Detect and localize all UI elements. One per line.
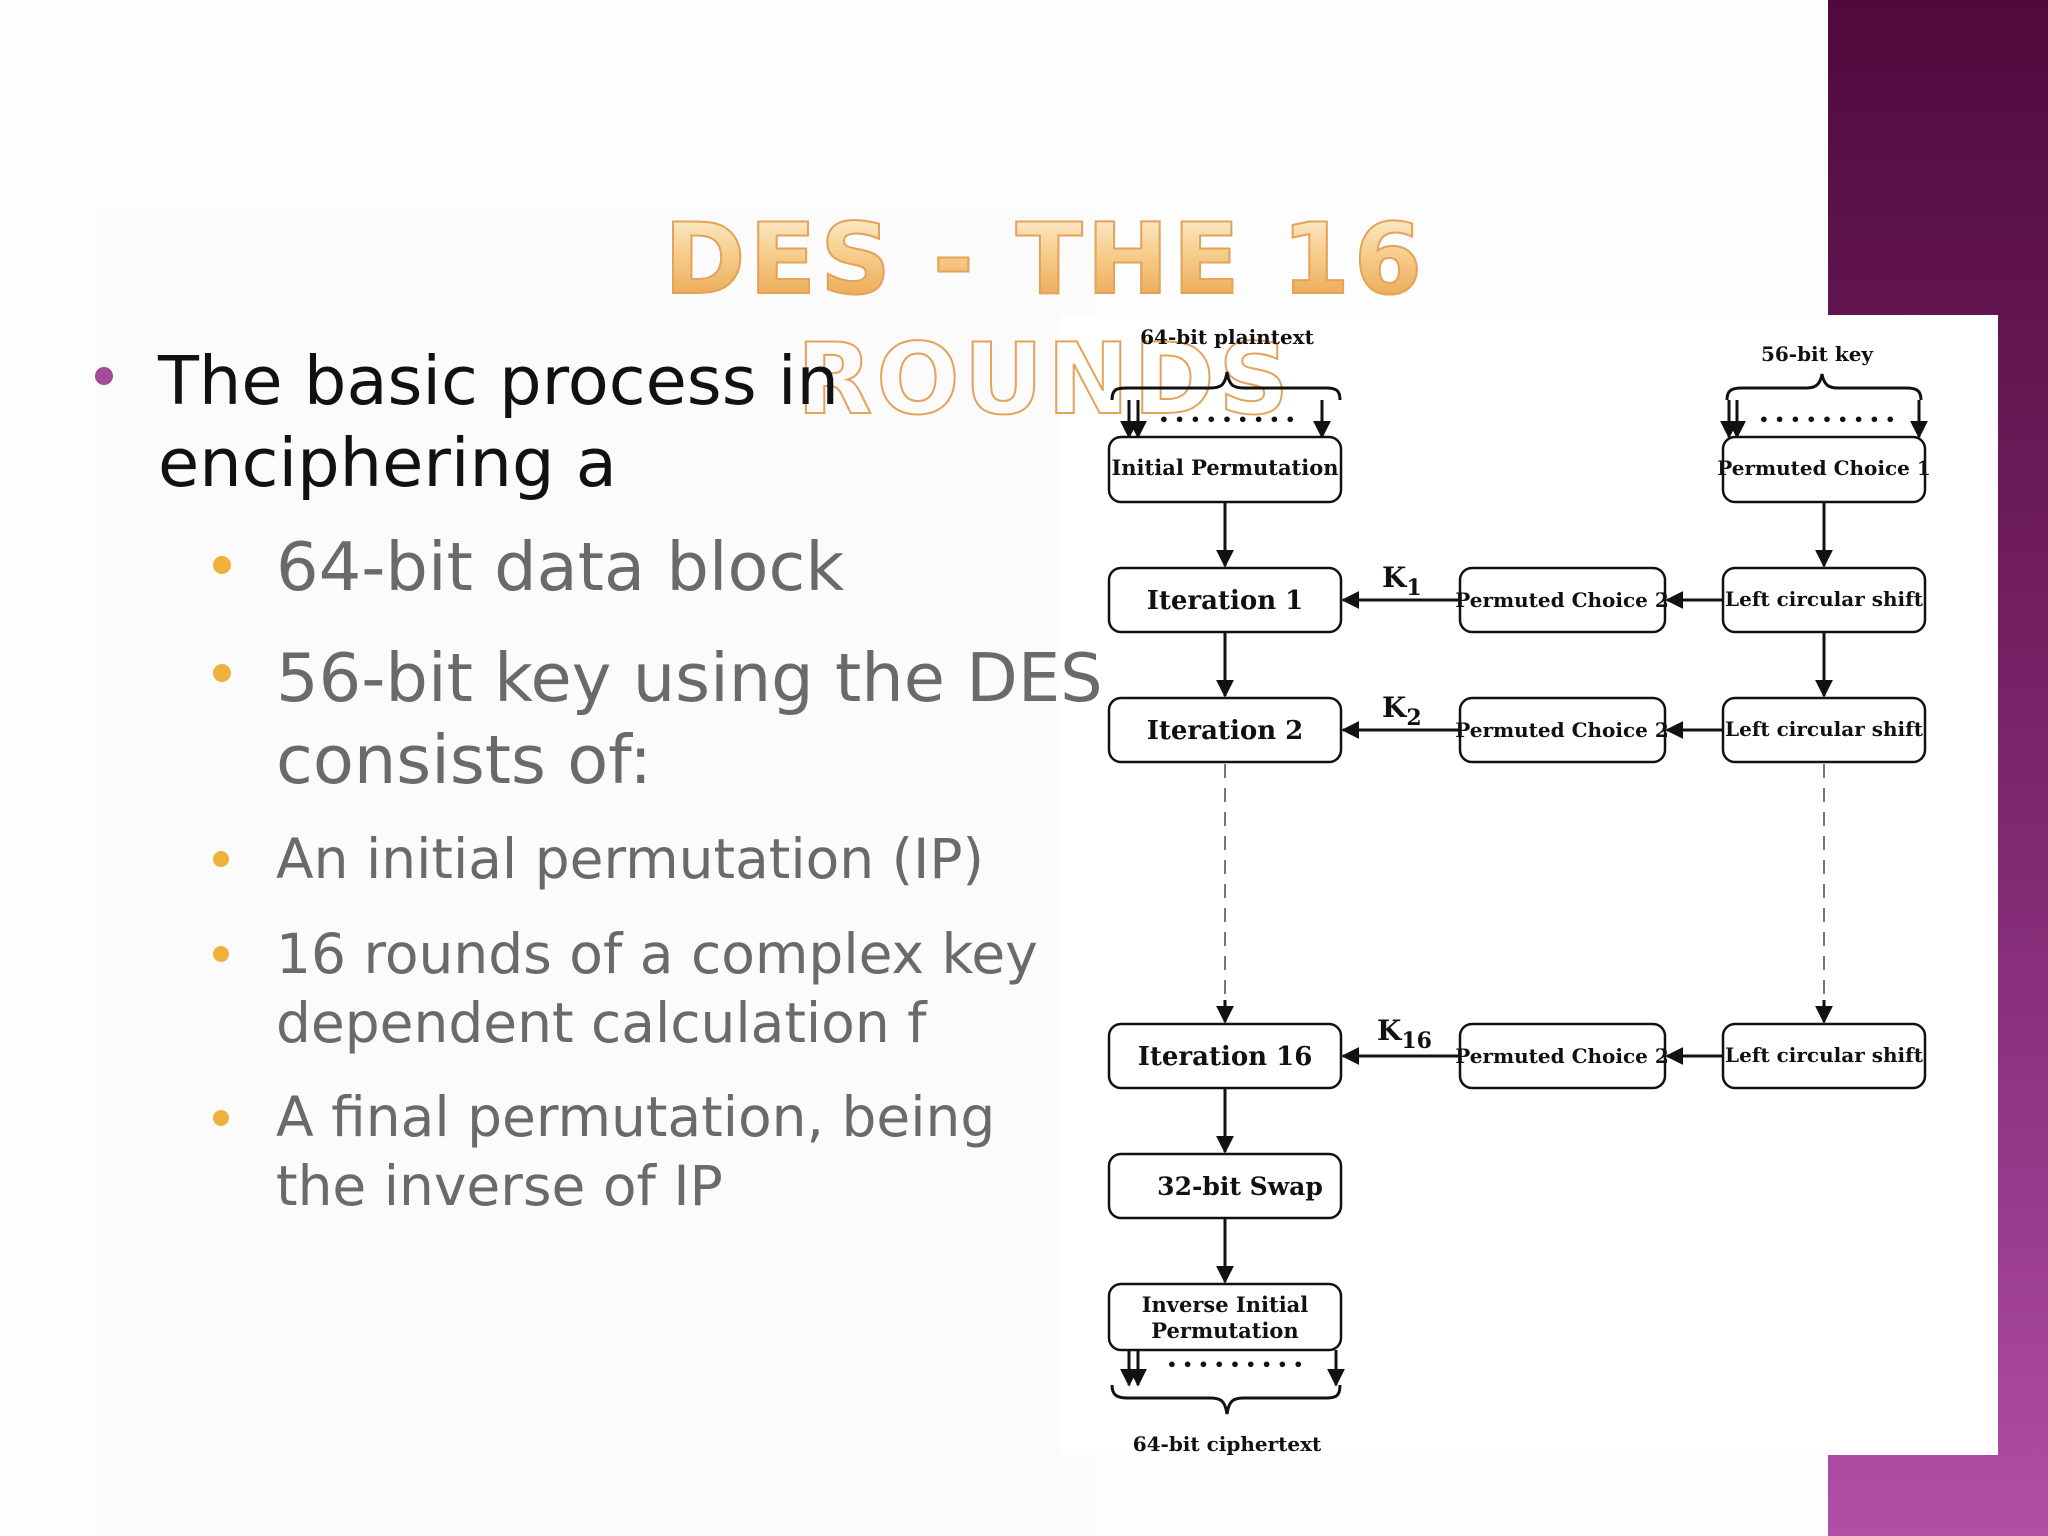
iteration-2-label: Iteration 2 (1147, 716, 1304, 746)
sub-bullet-1: 64-bit data block (276, 527, 844, 607)
sub-bullet-dot (213, 946, 229, 962)
swap-label: 32-bit Swap (1157, 1172, 1323, 1201)
subkey-letter: K (1382, 691, 1408, 724)
inverse-permutation-line1: Inverse Initial (1142, 1292, 1309, 1317)
ciphertext-dots: • • • • • • • • • (1167, 1355, 1304, 1374)
key-brace (1725, 373, 1923, 401)
ciphertext-label: 64-bit ciphertext (1133, 1432, 1322, 1456)
sub-bullet-2-line2: consists of: (276, 721, 652, 799)
sub-bullet-dot (213, 851, 229, 867)
bullet-main: The basic process in enciphering a (158, 340, 839, 504)
content-background (95, 210, 1095, 1536)
sub-bullet-dot (213, 1110, 229, 1126)
iteration-2-box (1107, 696, 1343, 764)
plaintext-dots: • • • • • • • • • (1159, 410, 1296, 429)
key-label: 56-bit key (1761, 342, 1874, 366)
left-shift-1-label: Left circular shift (1725, 587, 1924, 611)
sub-bullet-dot (213, 664, 231, 682)
key-dots: • • • • • • • • • (1759, 410, 1896, 429)
subkey-k1: K1 (1382, 561, 1422, 601)
iteration-16-label: Iteration 16 (1138, 1042, 1313, 1072)
subkey-k16: K16 (1377, 1014, 1432, 1054)
permuted-choice-2-label-16: Permuted Choice 2 (1455, 1044, 1669, 1068)
ciphertext-brace (1110, 1384, 1342, 1415)
sub-bullet-3-line1: An initial permutation (IP) (276, 827, 984, 891)
subkey-index: 1 (1406, 575, 1421, 601)
sub-bullet-1-line1: 64-bit data block (276, 528, 845, 606)
inverse-permutation-line2: Permutation (1151, 1318, 1298, 1343)
sub-bullet-5-line2: the inverse of IP (276, 1154, 723, 1218)
sub-bullet-dot (213, 556, 231, 574)
sub-bullet-3: An initial permutation (IP) (276, 826, 984, 892)
left-shift-2-label: Left circular shift (1725, 717, 1924, 741)
slide-title: DES - THE 16 ROUNDS (470, 200, 1620, 438)
bullet-main-line2: enciphering a (158, 424, 617, 502)
permuted-choice-2-label-1: Permuted Choice 2 (1455, 588, 1669, 612)
left-shift-16-label: Left circular shift (1725, 1043, 1924, 1067)
sub-bullet-5-line1: A final permutation, being (276, 1085, 996, 1149)
subkey-k2: K2 (1382, 691, 1422, 731)
sub-bullet-4: 16 rounds of a complex key dependent cal… (276, 920, 1038, 1058)
sub-bullet-2-line1: 56-bit key using the DES (276, 639, 1103, 717)
subkey-index: 16 (1401, 1028, 1432, 1054)
bullet-main-line1: The basic process in (158, 342, 839, 420)
iteration-1-label: Iteration 1 (1147, 586, 1304, 616)
initial-permutation-label: Initial Permutation (1111, 455, 1338, 480)
diagram-panel (1060, 315, 1998, 1455)
permuted-choice-1-label: Permuted Choice 1 (1717, 456, 1931, 480)
sub-bullet-2: 56-bit key using the DES consists of: (276, 637, 1103, 801)
permuted-choice-2-label-2: Permuted Choice 2 (1455, 718, 1669, 742)
sub-bullet-4-line1: 16 rounds of a complex key (276, 922, 1038, 986)
sub-bullet-4-line2: dependent calculation f (276, 991, 927, 1055)
plaintext-label: 64-bit plaintext (1140, 325, 1314, 349)
sub-bullet-5: A final permutation, being the inverse o… (276, 1083, 995, 1221)
subkey-letter: K (1377, 1014, 1403, 1047)
inverse-permutation-box (1107, 1282, 1343, 1352)
subkey-letter: K (1382, 561, 1408, 594)
bullet-list: The basic process in enciphering a 64-bi… (95, 340, 1103, 1221)
bullet-dot (95, 367, 113, 385)
plaintext-brace (1110, 371, 1342, 401)
subkey-index: 2 (1406, 705, 1421, 731)
